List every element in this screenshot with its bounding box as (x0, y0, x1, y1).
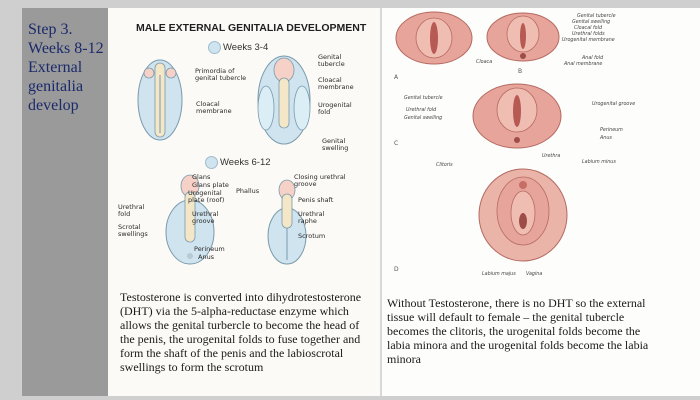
rlabel-cloacal-fold: Cloacal fold (574, 26, 602, 31)
letter-c: C (394, 140, 398, 147)
letter-b: B (518, 68, 522, 75)
step-heading: Step 3. Weeks 8-12 External genitalia de… (28, 20, 108, 115)
label-urethral-fold: Urethral fold (118, 204, 144, 218)
male-embryo-later-diagram (252, 48, 316, 148)
label-genital-swelling: Genital swelling (322, 138, 358, 152)
label-urethral-raphe: Urethral raphe (298, 211, 328, 225)
rlabel-vagina: Vagina (526, 272, 542, 277)
male-caption: Testosterone is converted into dihydrote… (120, 290, 372, 374)
bubble-icon (205, 156, 218, 169)
diagram-title: MALE EXTERNAL GENITALIA DEVELOPMENT (136, 22, 366, 34)
bubble-icon (208, 41, 221, 54)
label-scrotum: Scrotum (298, 233, 325, 240)
rlabel-cloaca: Cloaca (476, 60, 492, 65)
letter-d: D (394, 266, 399, 273)
label-scrotal-swellings: Scrotal swellings (118, 224, 150, 238)
label-phallus: Phallus (236, 188, 259, 195)
rlabel-urogenital-groove: Urogenital groove (592, 102, 635, 107)
rlabel-urethral-folds: Urethral folds (572, 32, 605, 37)
female-caption: Without Testosterone, there is no DHT so… (387, 296, 657, 366)
rlabel-anal-membrane: Anal membrane (564, 62, 602, 67)
label-primordia: Primordia of genital tubercle (195, 68, 251, 82)
label-cloacal-membrane: Cloacal membrane (196, 101, 236, 115)
label-closing-urethral-groove: Closing urethral groove (294, 174, 350, 188)
female-stage-a-diagram (393, 10, 475, 66)
rlabel-labium-majus: Labium majus (482, 272, 516, 277)
label-urethral-groove: Urethral groove (192, 211, 220, 225)
rlabel-anal-fold: Anal fold (582, 56, 603, 61)
rlabel-urethral-fold-b: Urethral fold (406, 108, 436, 113)
label-genital-tubercle: Genital tubercle (318, 54, 358, 68)
weeks-6-12-heading: Weeks 6-12 (205, 156, 271, 169)
rlabel-labium-minus: Labium minus (582, 160, 616, 165)
female-stage-d-diagram (476, 163, 570, 265)
rlabel-perineum: Perineum (600, 128, 623, 133)
rlabel-genital-swelling: Genital swelling (572, 20, 610, 25)
female-stage-c-diagram (470, 82, 564, 150)
rlabel-urogenital-membrane: Urogenital membrane (562, 38, 615, 43)
sidebar: Step 3. Weeks 8-12 External genitalia de… (22, 8, 108, 396)
male-embryo-early-diagram (130, 55, 190, 145)
label-glans-plate: Glans plate (192, 182, 229, 189)
rlabel-genital-tubercle: Genital tubercle (577, 14, 616, 19)
rlabel-anus: Anus (600, 136, 612, 141)
label-penis-shaft: Penis shaft (298, 197, 333, 204)
label-perineum: Perineum (194, 246, 225, 253)
label-urogenital-fold: Urogenital fold (318, 102, 360, 116)
label-urogenital-plate: Urogenital plate (roof) (188, 190, 230, 204)
rlabel-genital-tubercle-b: Genital tubercle (404, 96, 443, 101)
label-cloacal-membrane-2: Cloacal membrane (318, 77, 358, 91)
label-glans: Glans (192, 174, 210, 181)
rlabel-clitoris: Clitoris (436, 163, 453, 168)
rlabel-genital-swelling-b: Genital swelling (404, 116, 442, 121)
label-anus: Anus (198, 254, 214, 261)
female-stage-b-diagram (484, 10, 562, 64)
rlabel-urethra: Urethra (542, 154, 560, 159)
letter-a: A (394, 74, 398, 81)
